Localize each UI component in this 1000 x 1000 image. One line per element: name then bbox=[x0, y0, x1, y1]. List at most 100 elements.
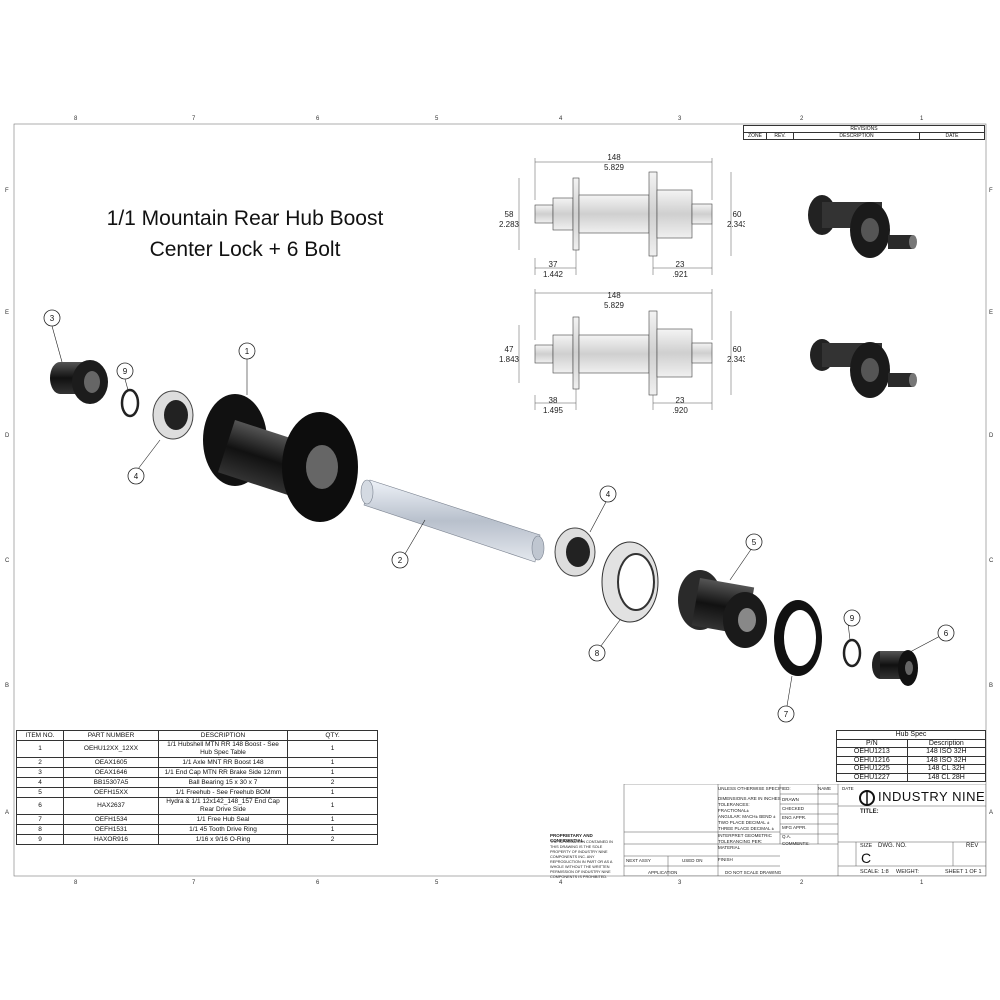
dim-overall-in: 5.829 bbox=[604, 163, 625, 172]
svg-text:9: 9 bbox=[850, 614, 855, 623]
drawing-title-line2: Center Lock + 6 Bolt bbox=[149, 238, 341, 261]
part-ball-bearing bbox=[554, 527, 596, 577]
part-hubshell bbox=[203, 394, 358, 522]
bom-item-no: 4 bbox=[16, 777, 64, 788]
zone-row-left: E bbox=[5, 310, 10, 316]
tb-fractional: FRACTIONAL± bbox=[718, 808, 749, 813]
tb-finish: FINISH bbox=[718, 857, 733, 862]
part-drive-ring bbox=[601, 541, 659, 623]
bom-item-no: 3 bbox=[16, 767, 64, 778]
zone-col-top: 7 bbox=[192, 116, 196, 122]
svg-text:9: 9 bbox=[123, 367, 128, 376]
dim-right-off: 23 bbox=[676, 260, 685, 269]
svg-text:4: 4 bbox=[606, 490, 611, 499]
zone-col-top: 1 bbox=[920, 116, 924, 122]
part-freehub bbox=[678, 570, 767, 648]
zone-row-left: D bbox=[5, 433, 10, 439]
rev-col-description: DESCRIPTION bbox=[793, 132, 920, 140]
tb-angular: ANGULAR: MACH± BEND ± bbox=[718, 814, 776, 819]
tb-interpret: INTERPRET GEOMETRIC bbox=[718, 833, 772, 838]
revisions-heading: REVISIONS bbox=[743, 125, 985, 133]
hub-spec-description: 148 CL 32H bbox=[906, 764, 987, 774]
bom-qty: 1 bbox=[287, 757, 378, 768]
tb-no-scale: DO NOT SCALE DRAWING bbox=[725, 870, 782, 875]
svg-text:3: 3 bbox=[50, 314, 55, 323]
bom-qty: 1 bbox=[287, 824, 378, 835]
iso-hub-6bolt bbox=[808, 195, 917, 258]
dim-overall-mm: 148 bbox=[607, 153, 621, 162]
tb-drawn: DRAWN bbox=[782, 797, 799, 802]
tb-used-on: USED ON bbox=[682, 858, 703, 863]
isometric-hub-views bbox=[808, 195, 917, 398]
tb-application: APPLICATION bbox=[648, 870, 678, 875]
dim-right-h: 60 bbox=[733, 345, 742, 354]
balloon: 6 bbox=[937, 624, 955, 642]
zone-col-bottom: 1 bbox=[920, 880, 924, 886]
bom-description: 1/1 Axle MNT RR Boost 148 bbox=[158, 757, 288, 768]
tb-weight: WEIGHT: bbox=[896, 869, 919, 875]
bom-description: 1/1 Freehub - See Freehub BOM bbox=[158, 787, 288, 798]
bom-item-no: 2 bbox=[16, 757, 64, 768]
tb-title-label: TITLE: bbox=[860, 809, 879, 815]
bom-qty: 1 bbox=[287, 814, 378, 825]
zone-row-right: C bbox=[989, 558, 994, 564]
svg-text:2: 2 bbox=[398, 556, 403, 565]
bom-description: 1/1 Free Hub Seal bbox=[158, 814, 288, 825]
dim-right-off-in: .920 bbox=[672, 406, 688, 415]
bom-header-part: PART NUMBER bbox=[63, 730, 159, 741]
dim-left-h: 47 bbox=[505, 345, 514, 354]
bom-header-qty: QTY. bbox=[287, 730, 378, 741]
bom-part-number: HAXOR916 bbox=[63, 834, 159, 845]
bom-qty: 2 bbox=[287, 777, 378, 788]
zone-row-left: A bbox=[5, 810, 10, 816]
bom-item-no: 5 bbox=[16, 787, 64, 798]
dim-left-h-in: 2.283 bbox=[499, 220, 520, 229]
dim-left-h-in: 1.843 bbox=[499, 355, 520, 364]
bom-qty: 1 bbox=[287, 740, 378, 758]
zone-col-top: 3 bbox=[678, 116, 682, 122]
svg-text:4: 4 bbox=[134, 472, 139, 481]
zone-row-left: F bbox=[5, 188, 9, 194]
tb-rev-label: REV bbox=[966, 843, 979, 849]
balloon: 9 bbox=[116, 362, 134, 380]
balloon: 8 bbox=[588, 644, 606, 662]
bom-part-number: OEFH1534 bbox=[63, 814, 159, 825]
zone-col-bottom: 6 bbox=[316, 880, 320, 886]
drawing-title-line1: 1/1 Mountain Rear Hub Boost bbox=[106, 207, 384, 230]
zone-col-bottom: 2 bbox=[800, 880, 804, 886]
tb-two-place: TWO PLACE DECIMAL ± bbox=[718, 820, 770, 825]
tb-tol-per: TOLERANCING PER: bbox=[718, 839, 763, 844]
dim-right-h-in: 2.343 bbox=[727, 220, 745, 229]
iso-hub-centerlock bbox=[810, 339, 917, 398]
bom-part-number: OEFH15XX bbox=[63, 787, 159, 798]
tb-dwg-no-label: DWG. NO. bbox=[878, 843, 907, 849]
zone-row-right: E bbox=[989, 310, 994, 316]
tb-dims: DIMENSIONS ARE IN INCHES bbox=[718, 796, 781, 801]
zone-row-right: B bbox=[989, 683, 994, 689]
tb-tolerances: TOLERANCES: bbox=[718, 802, 750, 807]
dim-left-off-in: 1.495 bbox=[543, 406, 564, 415]
dim-overall-mm: 148 bbox=[607, 291, 621, 300]
title-block-lines bbox=[623, 784, 986, 876]
dimensioned-views: 148 5.829 58 2.283 60 2.343 37 1.442 23 … bbox=[499, 153, 745, 415]
tb-name: NAME bbox=[818, 786, 832, 791]
hub-spec-pn: OEHU1225 bbox=[836, 764, 908, 774]
bom-item-no: 7 bbox=[16, 814, 64, 825]
bom-qty: 2 bbox=[287, 834, 378, 845]
zone-col-bottom: 3 bbox=[678, 880, 682, 886]
bom-description: Ball Bearing 15 x 30 x 7 bbox=[158, 777, 288, 788]
revisions-table: REVISIONS ZONE REV. DESCRIPTION DATE bbox=[743, 125, 985, 140]
zone-row-right: F bbox=[989, 188, 993, 194]
balloon: 4 bbox=[127, 467, 145, 485]
bom-part-number: OEAX1605 bbox=[63, 757, 159, 768]
